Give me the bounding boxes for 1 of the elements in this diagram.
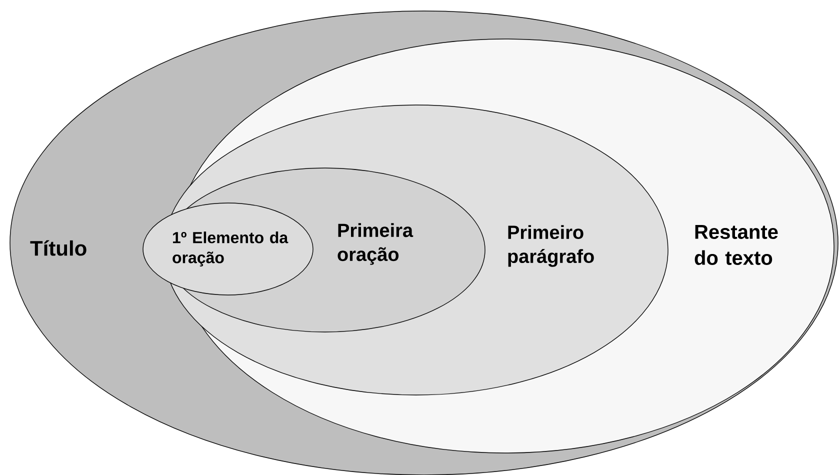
ellipse-region: 1º Elemento da oração — [142, 202, 314, 296]
